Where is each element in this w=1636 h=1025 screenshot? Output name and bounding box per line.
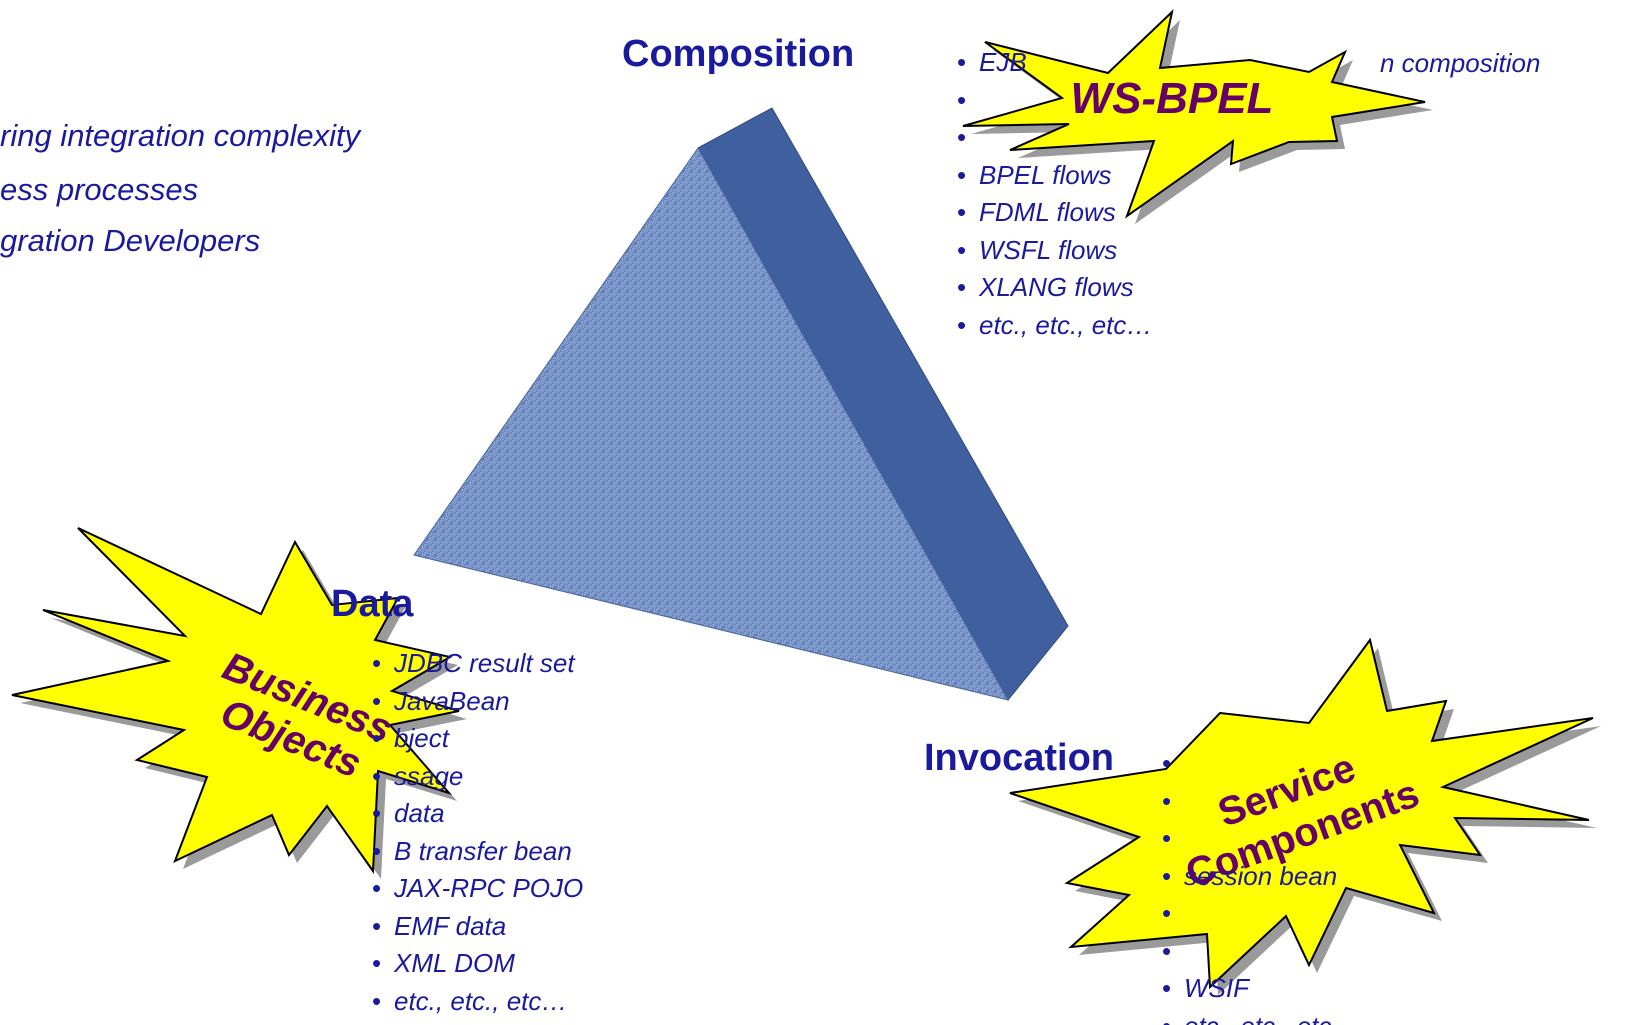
list-item: •JDBC result set <box>372 648 575 678</box>
list-item: •EJB <box>957 47 1027 77</box>
list-item: •WSFL flows <box>957 234 1118 265</box>
list-item: •etc., etc., etc… <box>372 985 568 1016</box>
list-item: • <box>957 122 967 152</box>
wsbpel-burst <box>962 9 1433 224</box>
pyramid <box>413 107 1069 701</box>
service-components-burst-shape <box>1009 637 1594 990</box>
list-item: •XLANG flows <box>957 272 1134 302</box>
list-item: •data <box>372 798 445 828</box>
list-item: •BPEL flows <box>957 159 1112 190</box>
list-item: •bject <box>372 723 449 753</box>
list-item: •XML DOM <box>372 948 515 978</box>
list-item: •etc., etc., etc… <box>957 309 1153 340</box>
list-item: •EMF data <box>372 910 507 941</box>
data-list: •JDBC result set •JavaBean •bject •ssage… <box>372 645 583 1020</box>
intro-line-1: ring integration complexity <box>0 118 361 153</box>
composition-list: •EJB • • •BPEL flows •FDML flows •WSFL f… <box>957 44 1152 344</box>
data-heading: Data <box>331 583 414 625</box>
list-item: • <box>1162 935 1172 966</box>
list-item: •FDML flows <box>957 197 1116 227</box>
list-item: • <box>1162 823 1172 853</box>
intro-line-2: ess processes <box>0 172 199 207</box>
list-item: •JavaBean <box>372 685 510 716</box>
business-objects-burst <box>11 527 467 879</box>
intro-line-3: gration Developers <box>0 223 261 258</box>
list-item: • <box>1162 898 1172 928</box>
service-components-burst <box>1009 637 1601 995</box>
list-item: •B transfer bean <box>372 835 572 866</box>
invocation-list: • • • •session bean • • •WSIF •etc., etc… <box>1162 745 1357 1025</box>
list-item: •WSIF <box>1162 973 1249 1003</box>
business-objects-burst-shape <box>11 527 460 874</box>
list-item: •session bean <box>1162 860 1338 891</box>
list-item: • <box>1162 785 1172 816</box>
wsbpel-burst-shape <box>962 9 1426 219</box>
pyramid-front-face <box>413 147 1009 701</box>
list-item: •etc., etc., etc… <box>1162 1008 1357 1025</box>
composition-heading: Composition <box>622 33 855 75</box>
list-item: •ssage <box>372 760 464 791</box>
invocation-heading: Invocation <box>924 737 1115 779</box>
composition-partial-text: n composition <box>1380 48 1541 78</box>
list-item: • <box>1162 748 1172 778</box>
wsbpel-burst-label: WS-BPEL <box>1071 74 1274 123</box>
list-item: • <box>957 84 967 115</box>
list-item: •JAX-RPC POJO <box>372 873 584 903</box>
